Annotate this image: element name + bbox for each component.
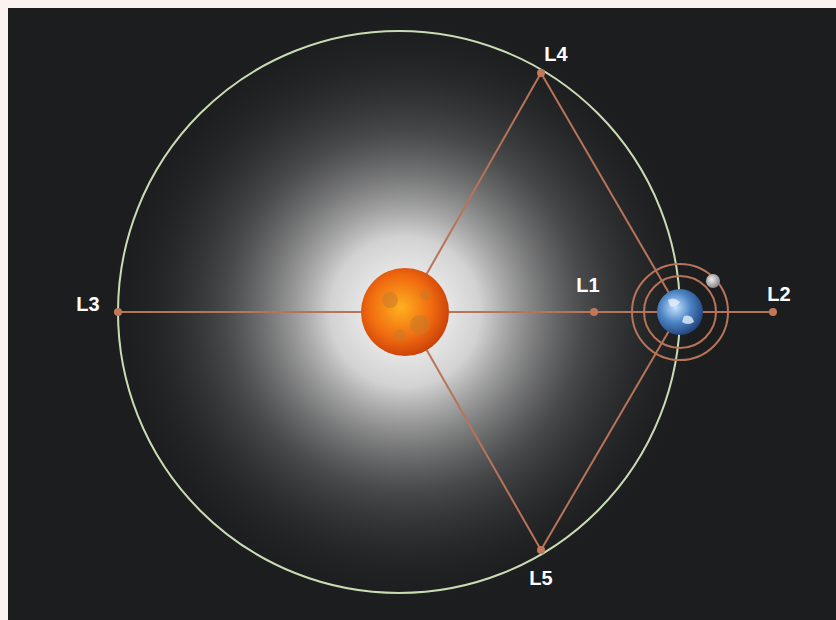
point-label: L2 [767, 284, 790, 304]
point-label: L5 [529, 568, 552, 588]
space-background [8, 8, 836, 620]
earth [657, 289, 703, 335]
sun [361, 268, 449, 356]
earth-clouds [668, 298, 694, 324]
point-label: L3 [76, 294, 99, 314]
point-label: L4 [544, 44, 567, 64]
earth-orbit [118, 31, 680, 593]
moon [706, 274, 720, 288]
geometry-lines [118, 73, 773, 550]
sun-glow [105, 12, 705, 612]
point-label: L1 [576, 275, 599, 295]
lagrange-dots [114, 69, 777, 554]
sun-texture [382, 290, 430, 341]
